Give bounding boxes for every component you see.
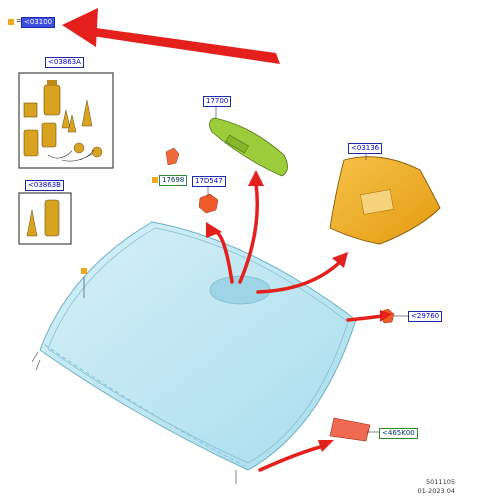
- cover-illustration: [329, 145, 441, 245]
- date-code: 01-2023 04: [417, 487, 456, 495]
- label-mirror[interactable]: 17700: [203, 96, 232, 107]
- kit-b-illustration: [18, 192, 72, 245]
- label-kit-a[interactable]: <03863A: [45, 57, 84, 68]
- label-mirror-clip[interactable]: 17698: [159, 175, 188, 186]
- patch-illustration: [329, 417, 380, 442]
- equals-sign: =: [16, 17, 22, 25]
- header-pointer-arrow: [62, 8, 280, 64]
- mirror-clip-marker-icon: [152, 177, 158, 183]
- label-sensor[interactable]: 17D547: [192, 176, 226, 187]
- windshield-marker-icon: [81, 268, 87, 274]
- mirror-illustration: [209, 107, 288, 177]
- windshield-illustration: [31, 221, 357, 484]
- label-kit-b[interactable]: <03863B: [25, 180, 64, 191]
- drawing-number: 5011105: [426, 478, 455, 486]
- header-ref-label[interactable]: <03100: [21, 17, 56, 28]
- label-cover[interactable]: <03136: [348, 143, 383, 154]
- label-patch[interactable]: <465K00: [379, 428, 418, 439]
- header-marker-icon: [8, 19, 14, 25]
- pointer-arrowheads: [206, 170, 392, 452]
- label-clip[interactable]: <29760: [408, 311, 443, 322]
- kit-a-illustration: [18, 72, 114, 169]
